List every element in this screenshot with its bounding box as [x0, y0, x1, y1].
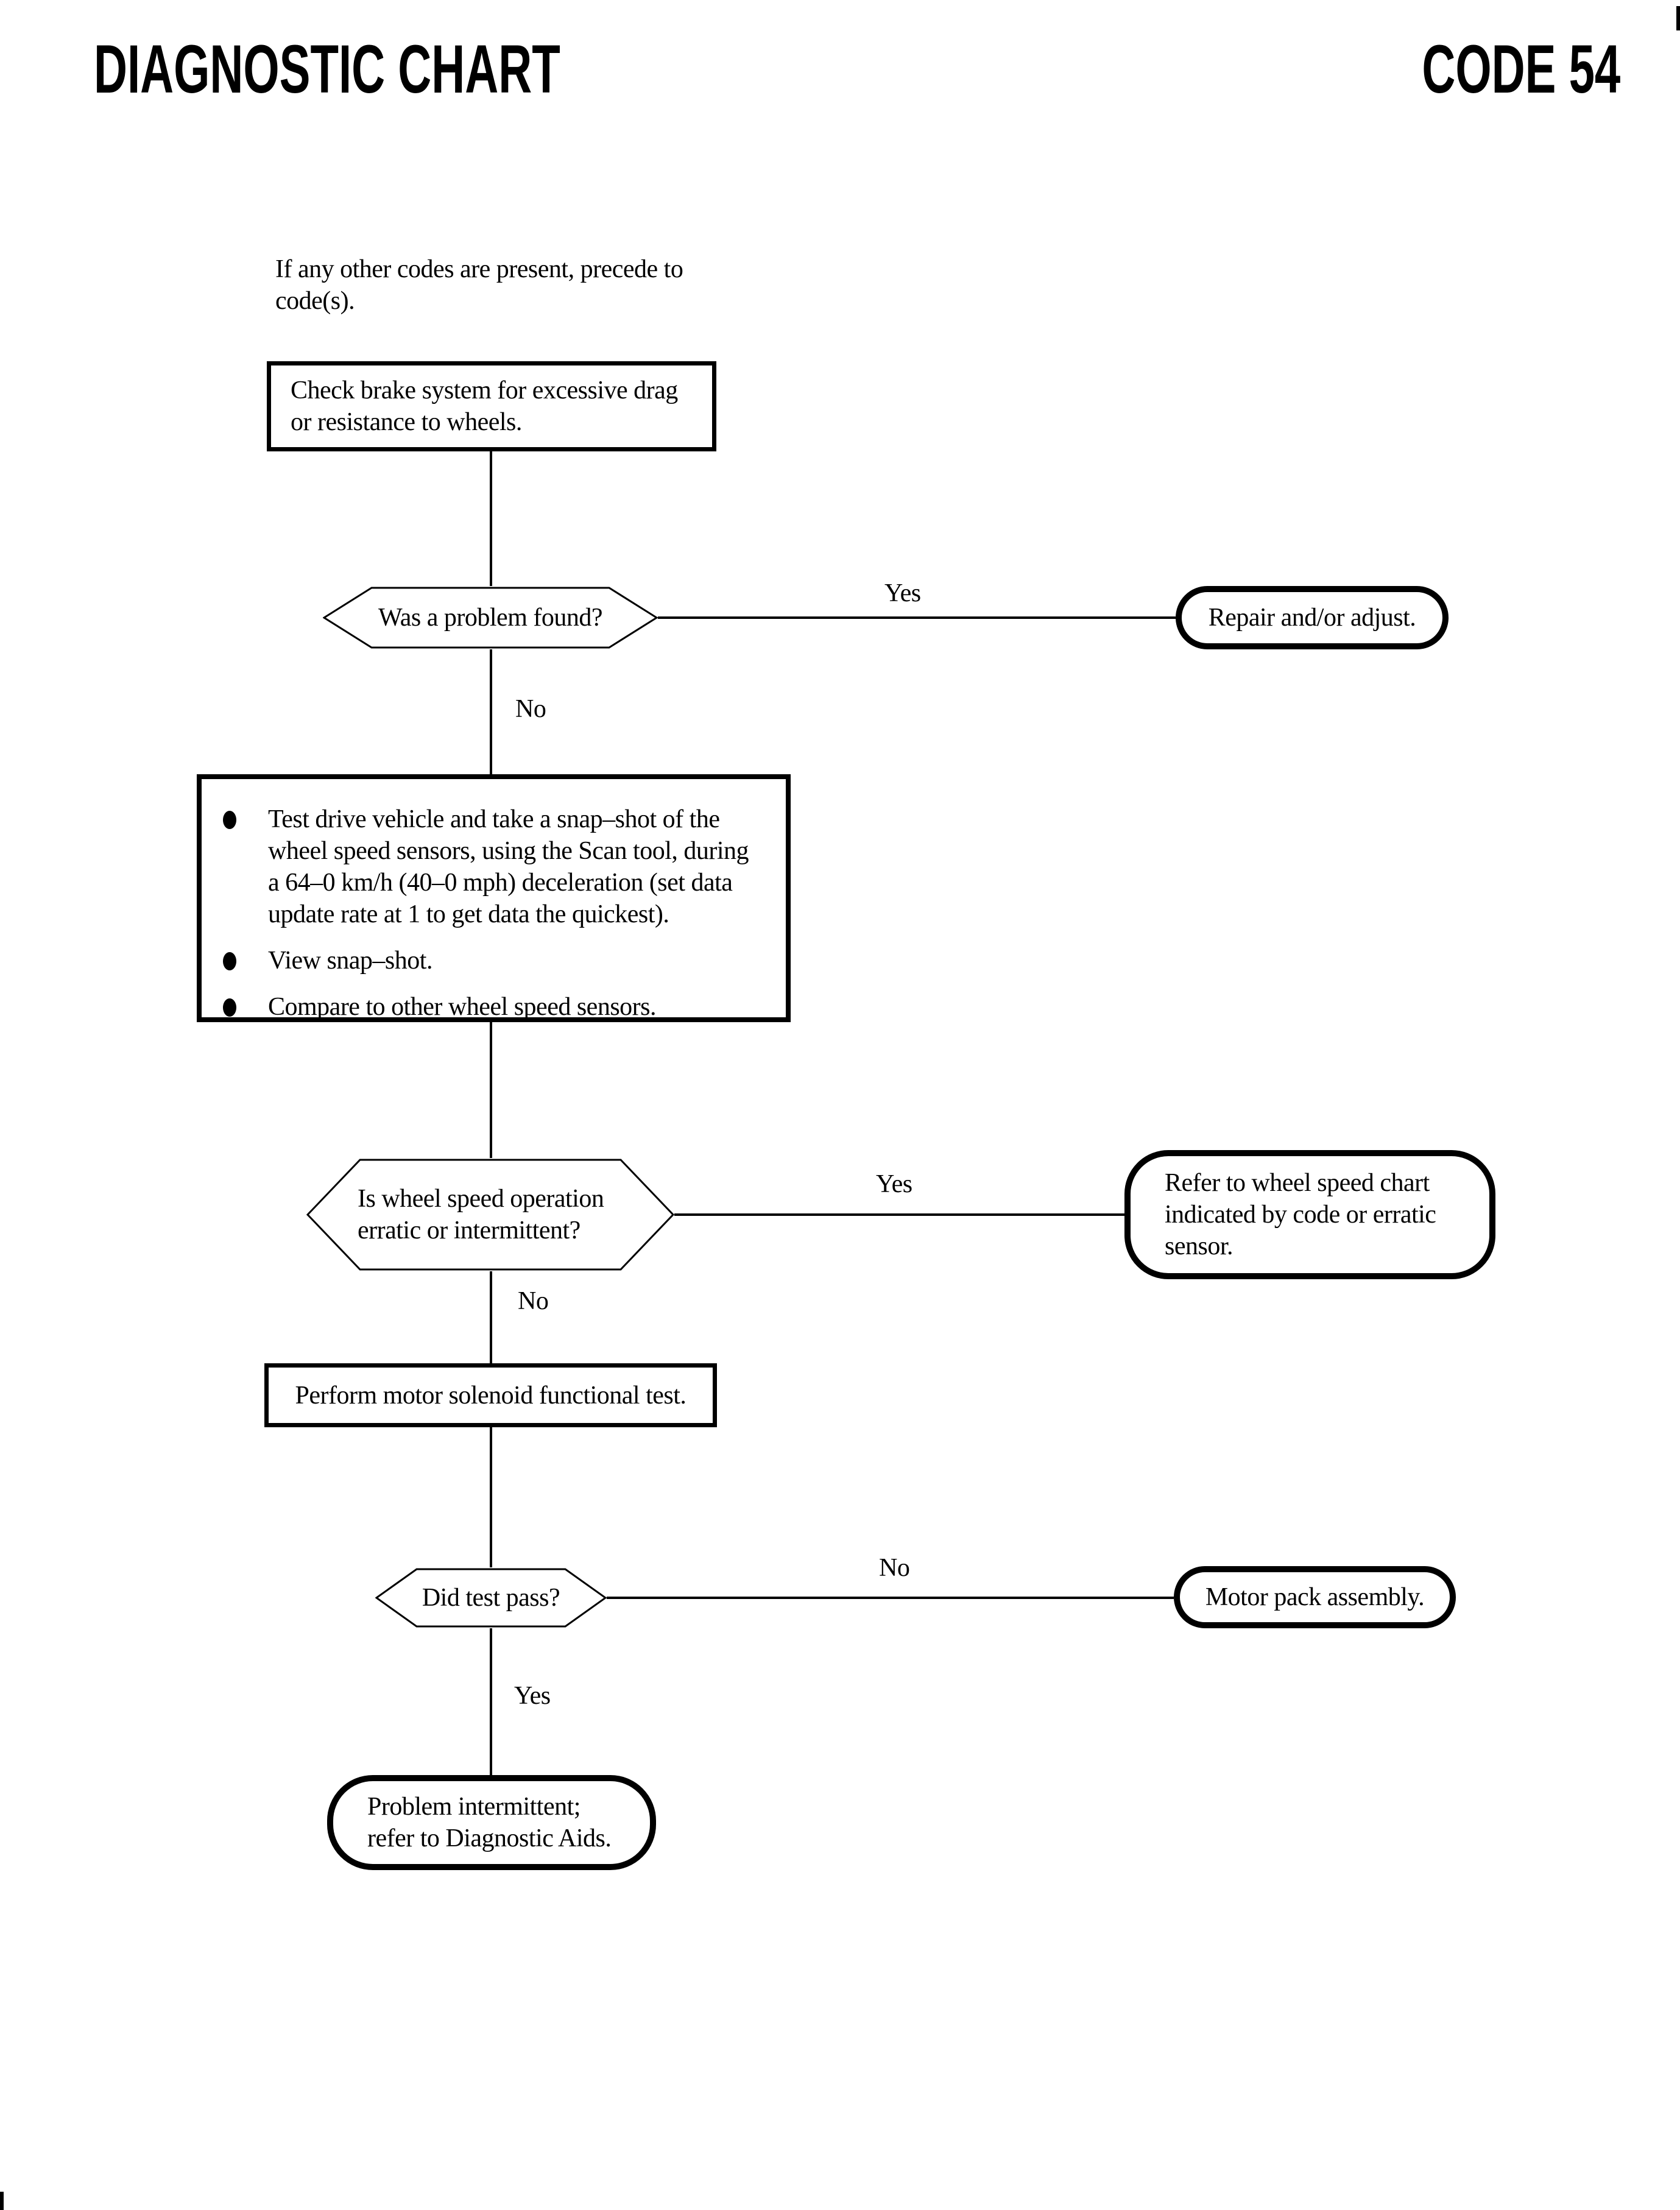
intro-line: If any other codes are present, precede … [275, 255, 683, 283]
bullet-line: Test drive vehicle and take a snap–shot … [268, 805, 720, 833]
decision-label: Is wheel speed operation erratic or inte… [306, 1158, 674, 1271]
edge-wheelspeed-no [490, 1271, 492, 1363]
edge-label-yes: Yes [514, 1682, 551, 1710]
bullet-icon [223, 998, 236, 1017]
terminal-refer-wheel-speed-chart: Refer to wheel speed chart indicated by … [1124, 1150, 1495, 1279]
intro-line: code(s). [275, 287, 355, 315]
edge-label-no: No [515, 695, 546, 723]
decision-line: erratic or intermittent? [358, 1216, 581, 1244]
edge-testpass-no [607, 1597, 1174, 1599]
terminal-repair-adjust: Repair and/or adjust. [1176, 586, 1449, 649]
hexagon-shape-icon [375, 1568, 607, 1628]
bullet-line: wheel speed sensors, using the Scan tool… [268, 837, 749, 865]
scan-artifact-bottom-left [0, 2192, 4, 2210]
edge-problemfound-no [490, 649, 492, 774]
edge-label-yes: Yes [876, 1170, 912, 1198]
terminal-motor-pack-assembly: Motor pack assembly. [1174, 1566, 1456, 1628]
bullet-text: Test drive vehicle and take a snap–shot … [268, 803, 749, 930]
page-code: CODE 54 [1329, 35, 1620, 104]
decision-label: Did test pass? [422, 1584, 560, 1612]
edge-checkbrake-to-problemfound [490, 451, 492, 586]
terminal-line: Motor pack assembly. [1205, 1583, 1425, 1611]
edge-label-no: No [879, 1554, 910, 1582]
process-box-line: or resistance to wheels. [291, 408, 522, 436]
terminal-line: Problem intermittent; [367, 1793, 581, 1821]
terminal-line: Refer to wheel speed chart [1165, 1169, 1430, 1197]
terminal-line: indicated by code or erratic [1165, 1201, 1436, 1229]
decision-wheel-speed-erratic: Is wheel speed operation erratic or inte… [306, 1158, 674, 1271]
edge-wheelspeed-yes [674, 1213, 1124, 1216]
process-box-test-drive: Test drive vehicle and take a snap–shot … [197, 774, 791, 1022]
terminal-line: refer to Diagnostic Aids. [367, 1824, 612, 1852]
bullet-line: update rate at 1 to get data the quickes… [268, 900, 669, 928]
terminal-problem-intermittent: Problem intermittent; refer to Diagnosti… [327, 1775, 656, 1870]
bullet-text: Compare to other wheel speed sensors. [268, 991, 657, 1023]
hexagon-shape-icon [323, 587, 658, 649]
bullet-icon [223, 952, 236, 970]
edge-testdrive-to-wheelspeed [490, 1022, 492, 1158]
bullet-line: View snap–shot. [268, 947, 432, 975]
edge-testpass-yes [490, 1628, 492, 1775]
process-box-line: Perform motor solenoid functional test. [295, 1381, 686, 1410]
terminal-line: sensor. [1165, 1232, 1234, 1260]
process-box-solenoid-test: Perform motor solenoid functional test. [264, 1363, 717, 1427]
page-title: DIAGNOSTIC CHART [94, 35, 780, 104]
bullet-line: a 64–0 km/h (40–0 mph) deceleration (set… [268, 869, 733, 897]
decision-line: Is wheel speed operation [358, 1185, 604, 1213]
bullet-item: View snap–shot. [202, 945, 786, 976]
bullet-item: Test drive vehicle and take a snap–shot … [202, 803, 786, 930]
intro-note: If any other codes are present, precede … [275, 253, 683, 317]
decision-was-problem-found: Was a problem found? [323, 586, 658, 649]
terminal-line: Repair and/or adjust. [1208, 604, 1416, 632]
decision-did-test-pass: Did test pass? [375, 1567, 607, 1628]
edge-solenoid-to-testpass [490, 1427, 492, 1567]
edge-label-yes: Yes [884, 579, 921, 607]
bullet-text: View snap–shot. [268, 945, 432, 976]
page-code-text: CODE 54 [1422, 31, 1620, 107]
hexagon-shape-icon [306, 1159, 674, 1271]
page-title-text: DIAGNOSTIC CHART [94, 31, 560, 107]
decision-label: Was a problem found? [378, 604, 603, 632]
process-box-check-brake: Check brake system for excessive drag or… [267, 361, 716, 451]
process-box-line: Check brake system for excessive drag [291, 376, 678, 404]
bullet-line: Compare to other wheel speed sensors. [268, 993, 657, 1021]
edge-problemfound-yes [658, 616, 1176, 619]
edge-label-no: No [518, 1287, 549, 1315]
bullet-icon [223, 811, 236, 829]
scan-artifact-top-right [1676, 6, 1680, 30]
bullet-item: Compare to other wheel speed sensors. [202, 991, 786, 1023]
